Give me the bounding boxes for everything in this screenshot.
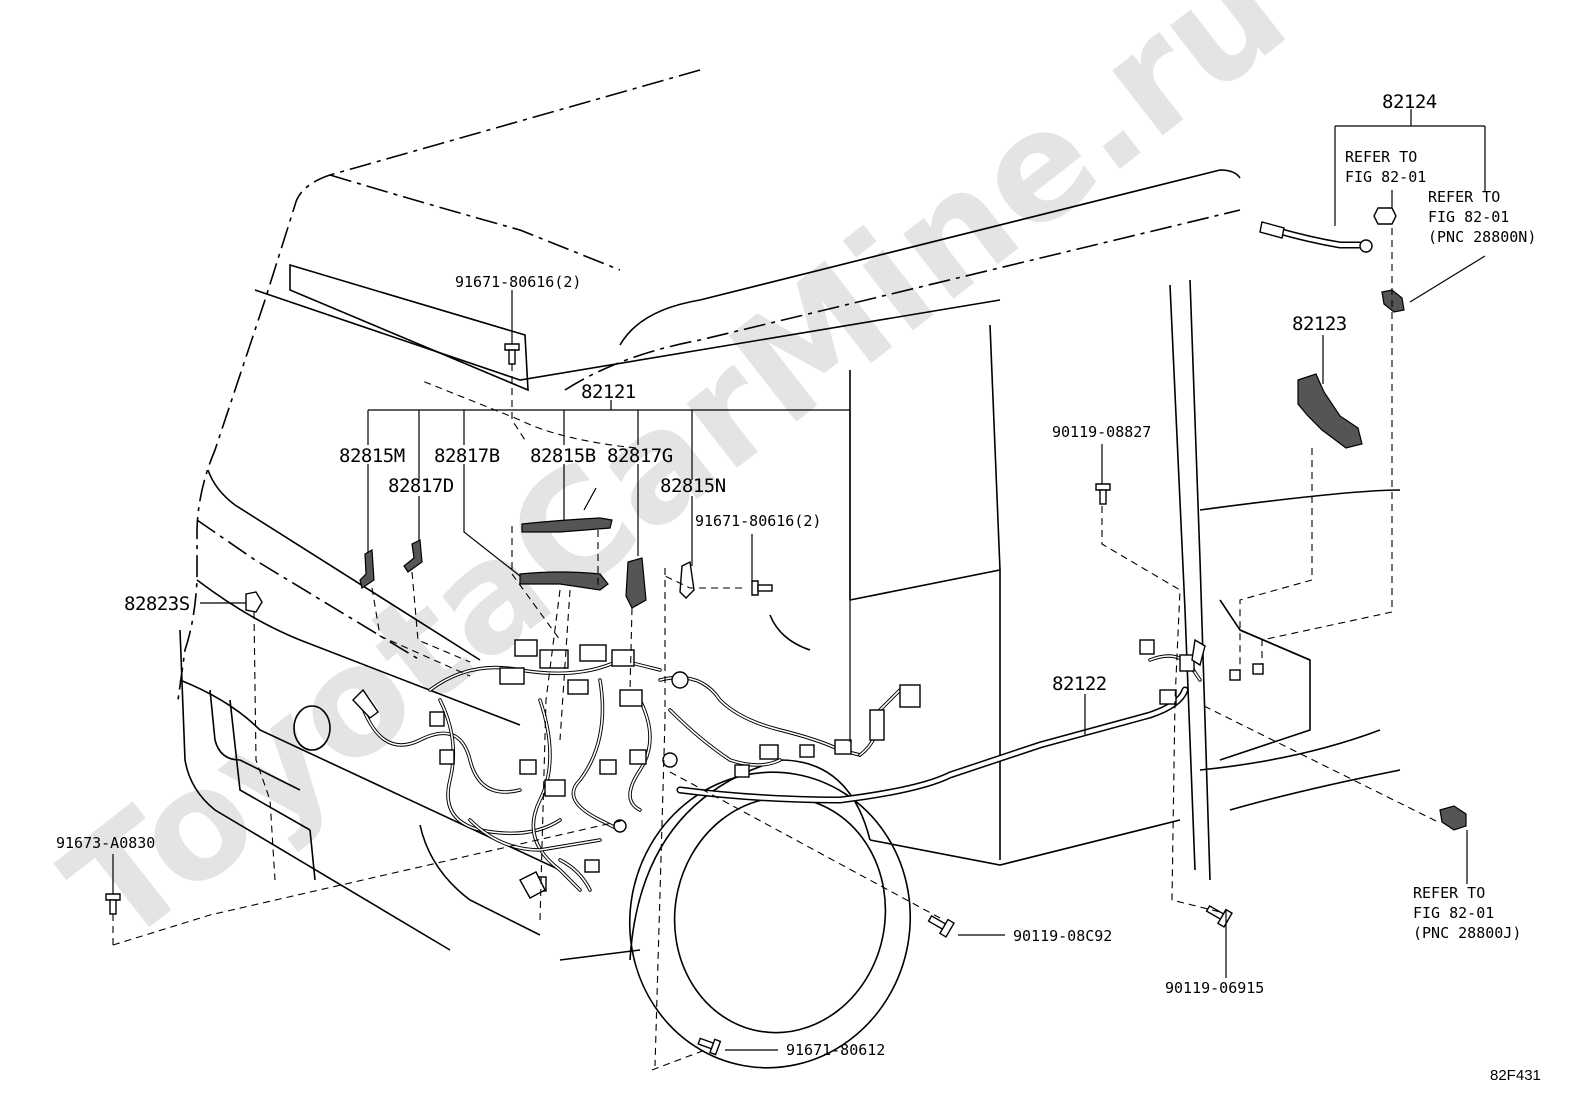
bolt-icon-mid [751,580,773,596]
label-bolt-91671-80612: 91671-80612 [786,1041,885,1059]
ref2-line3: (PNC 28800N) [1428,228,1536,246]
ref2-line1: REFER TO [1428,188,1500,206]
battery-cable-82124 [1259,221,1373,253]
ref3-line3: (PNC 28800J) [1413,924,1521,942]
bolt-icon-top [504,343,520,365]
label-bolt-91671-80616-mid: 91671-80616(2) [695,512,821,530]
label-82122: 82122 [1052,673,1107,695]
bracket-82817b [519,571,609,591]
ref3-line2: FIG 82-01 [1413,904,1494,922]
bracket-82815b [521,517,613,533]
label-82815b: 82815B [530,445,596,467]
battery-terminal-28800j [1439,805,1467,831]
part-labels: 82124 82121 82122 82123 82815M 82817B 82… [56,91,1541,1084]
label-82817d: 82817D [388,475,454,497]
ref1-line1: REFER TO [1345,148,1417,166]
ref3-line1: REFER TO [1413,884,1485,902]
clamp-82817d [403,539,423,573]
bolt-icon-91671-80612 [697,1037,722,1056]
clamp-82815m [359,549,375,589]
label-82823s: 82823S [124,593,190,615]
label-82123: 82123 [1292,313,1347,335]
label-82124: 82124 [1382,91,1437,113]
label-bolt-90119-06915: 90119-06915 [1165,979,1264,997]
figure-id: 82F431 [1490,1067,1541,1084]
label-bolt-90119-08c92: 90119-08C92 [1013,927,1112,945]
ref1-line2: FIG 82-01 [1345,168,1426,186]
label-bolt-91673-a0830: 91673-A0830 [56,834,155,852]
label-bolt-90119-08827: 90119-08827 [1052,423,1151,441]
label-bolt-91671-80616-top: 91671-80616(2) [455,273,581,291]
battery-terminal-28800n [1381,289,1405,313]
bolt-icon-90119-08827 [1095,483,1111,505]
leader-lines [112,109,1486,1051]
clip-82823s [245,591,263,613]
assembly-dash-lines [112,228,1439,1071]
ref2-line2: FIG 82-01 [1428,208,1509,226]
bolt-icon-90119-08c92 [927,914,955,938]
clamp-82817g [625,557,647,609]
label-82121: 82121 [581,381,636,403]
bracket-82123 [1297,373,1363,449]
engine-room-wire-harness [352,639,921,899]
body-wire-harness [676,638,1206,804]
label-82815m: 82815M [339,445,405,467]
label-82817b: 82817B [434,445,500,467]
nut-82124 [1373,207,1397,225]
label-82815n: 82815N [660,475,726,497]
clamp-82815n [679,560,695,599]
bolt-icon-90119-06915 [1205,904,1233,928]
label-82817g: 82817G [607,445,673,467]
